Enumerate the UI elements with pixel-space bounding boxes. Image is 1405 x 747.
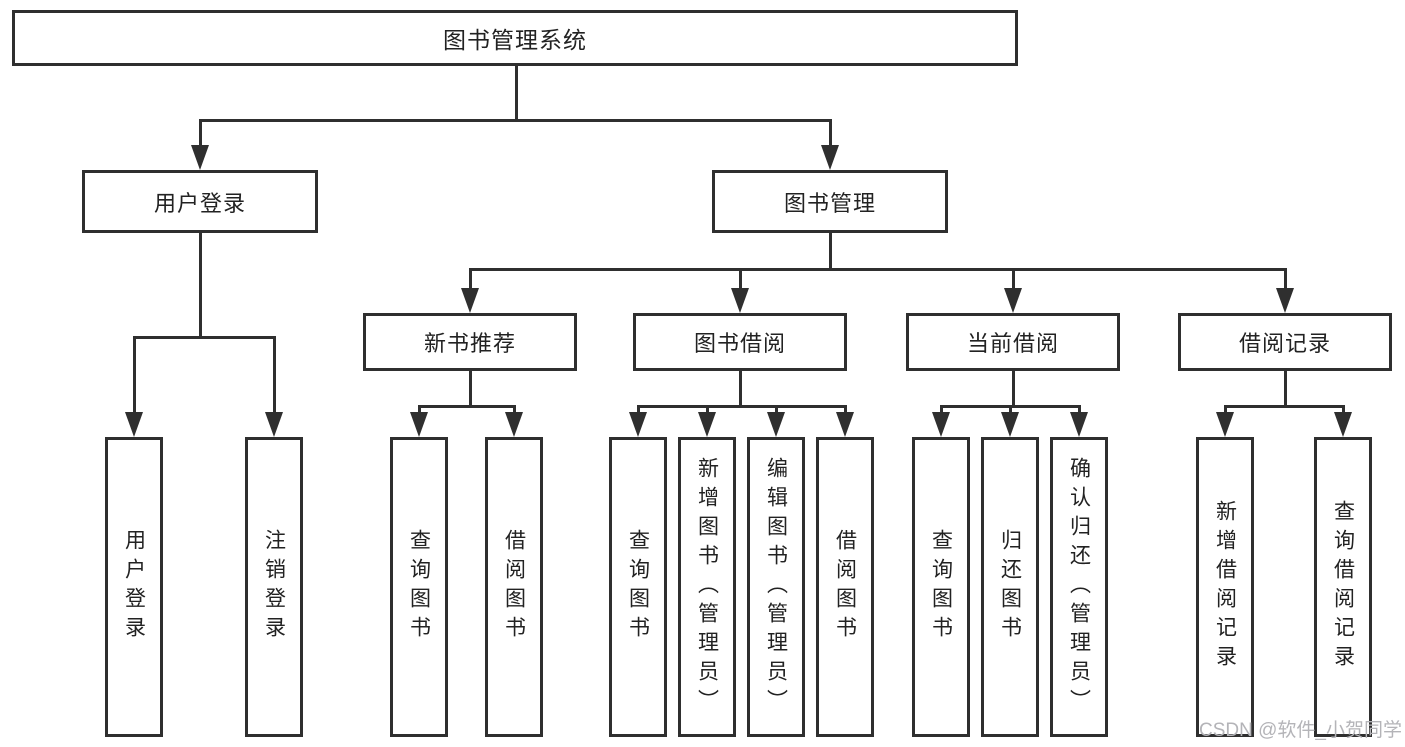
connector-line (829, 231, 832, 271)
leaf-confirm-return-admin-label: 确认归还（管理员） (1067, 456, 1091, 718)
connector-line (469, 270, 472, 292)
connector-line (706, 406, 709, 416)
connector-line (1224, 405, 1345, 408)
arrow-down-icon (629, 412, 647, 437)
arrow-down-icon (1004, 288, 1022, 313)
connector-line (469, 268, 1287, 271)
arrow-down-icon (505, 412, 523, 437)
connector-line (133, 336, 276, 339)
leaf-add-borrow-record-label: 新增借阅记录 (1213, 500, 1237, 674)
node-new-book-recommend-label: 新书推荐 (423, 331, 516, 356)
connector-line (418, 405, 516, 408)
leaf-query-borrow-record: 查询借阅记录 (1314, 437, 1372, 737)
arrow-down-icon (1334, 412, 1352, 437)
leaf-add-books-admin: 新增图书（管理员） (678, 437, 736, 737)
connector-line (1224, 406, 1227, 416)
leaf-confirm-return-admin: 确认归还（管理员） (1050, 437, 1108, 737)
connector-line (940, 405, 1081, 408)
connector-line (1284, 369, 1287, 407)
leaf-query-books-1: 查询图书 (390, 437, 448, 737)
leaf-add-borrow-record: 新增借阅记录 (1196, 437, 1254, 737)
leaf-return-books-label: 归还图书 (998, 529, 1022, 645)
connector-line (844, 406, 847, 416)
node-borrow-records-label: 借阅记录 (1238, 331, 1331, 356)
leaf-query-books-3: 查询图书 (912, 437, 970, 737)
connector-line (1012, 270, 1015, 292)
arrow-down-icon (836, 412, 854, 437)
leaf-user-login-label: 用户登录 (122, 529, 146, 645)
node-book-management-label: 图书管理 (783, 190, 876, 216)
arrow-down-icon (191, 145, 209, 170)
leaf-query-books-2-label: 查询图书 (626, 529, 650, 645)
connector-line (418, 406, 421, 416)
node-current-borrow: 当前借阅 (906, 313, 1120, 371)
connector-line (199, 231, 202, 338)
leaf-query-books-3-label: 查询图书 (929, 529, 953, 645)
connector-line (775, 406, 778, 416)
csdn-watermark: CSDN @软件_小贺同学 (1199, 720, 1402, 741)
leaf-logout-label: 注销登录 (262, 529, 286, 645)
arrow-down-icon (698, 412, 716, 437)
connector-line (469, 369, 472, 407)
arrow-down-icon (767, 412, 785, 437)
leaf-query-books-1-label: 查询图书 (407, 529, 431, 645)
connector-line (133, 338, 136, 416)
arrow-down-icon (932, 412, 950, 437)
connector-line (1012, 369, 1015, 407)
arrow-down-icon (1276, 288, 1294, 313)
arrow-down-icon (410, 412, 428, 437)
leaf-edit-books-admin: 编辑图书（管理员） (747, 437, 805, 737)
leaf-return-books: 归还图书 (981, 437, 1039, 737)
arrow-down-icon (461, 288, 479, 313)
connector-line (739, 270, 742, 292)
connector-line (940, 406, 943, 416)
connector-line (739, 369, 742, 407)
node-current-borrow-label: 当前借阅 (966, 331, 1059, 356)
leaf-query-borrow-record-label: 查询借阅记录 (1331, 500, 1355, 674)
node-user-login: 用户登录 (82, 170, 318, 233)
connector-line (1284, 270, 1287, 292)
node-book-borrow-label: 图书借阅 (693, 331, 786, 356)
leaf-edit-books-admin-label: 编辑图书（管理员） (764, 456, 788, 718)
connector-line (513, 406, 516, 416)
node-root-label: 图书管理系统 (443, 27, 587, 53)
connector-line (829, 120, 832, 148)
node-book-borrow: 图书借阅 (633, 313, 847, 371)
leaf-add-books-admin-label: 新增图书（管理员） (695, 456, 719, 718)
arrow-down-icon (1070, 412, 1088, 437)
arrow-down-icon (731, 288, 749, 313)
arrow-down-icon (1001, 412, 1019, 437)
node-user-login-label: 用户登录 (153, 190, 246, 216)
node-book-management: 图书管理 (712, 170, 948, 233)
leaf-borrow-books-1: 借阅图书 (485, 437, 543, 737)
connector-line (637, 405, 847, 408)
arrow-down-icon (821, 145, 839, 170)
leaf-query-books-2: 查询图书 (609, 437, 667, 737)
connector-line (1342, 406, 1345, 416)
node-new-book-recommend: 新书推荐 (363, 313, 577, 371)
connector-line (515, 65, 518, 122)
connector-line (273, 338, 276, 416)
arrow-down-icon (265, 412, 283, 437)
connector-line (199, 119, 832, 122)
connector-line (199, 120, 202, 148)
leaf-borrow-books-2-label: 借阅图书 (833, 529, 857, 645)
leaf-user-login: 用户登录 (105, 437, 163, 737)
connector-line (1078, 406, 1081, 416)
node-borrow-records: 借阅记录 (1178, 313, 1392, 371)
arrow-down-icon (1216, 412, 1234, 437)
connector-line (637, 406, 640, 416)
arrow-down-icon (125, 412, 143, 437)
connector-line (1009, 406, 1012, 416)
node-root: 图书管理系统 (12, 10, 1018, 66)
leaf-borrow-books-2: 借阅图书 (816, 437, 874, 737)
leaf-borrow-books-1-label: 借阅图书 (502, 529, 526, 645)
leaf-logout: 注销登录 (245, 437, 303, 737)
